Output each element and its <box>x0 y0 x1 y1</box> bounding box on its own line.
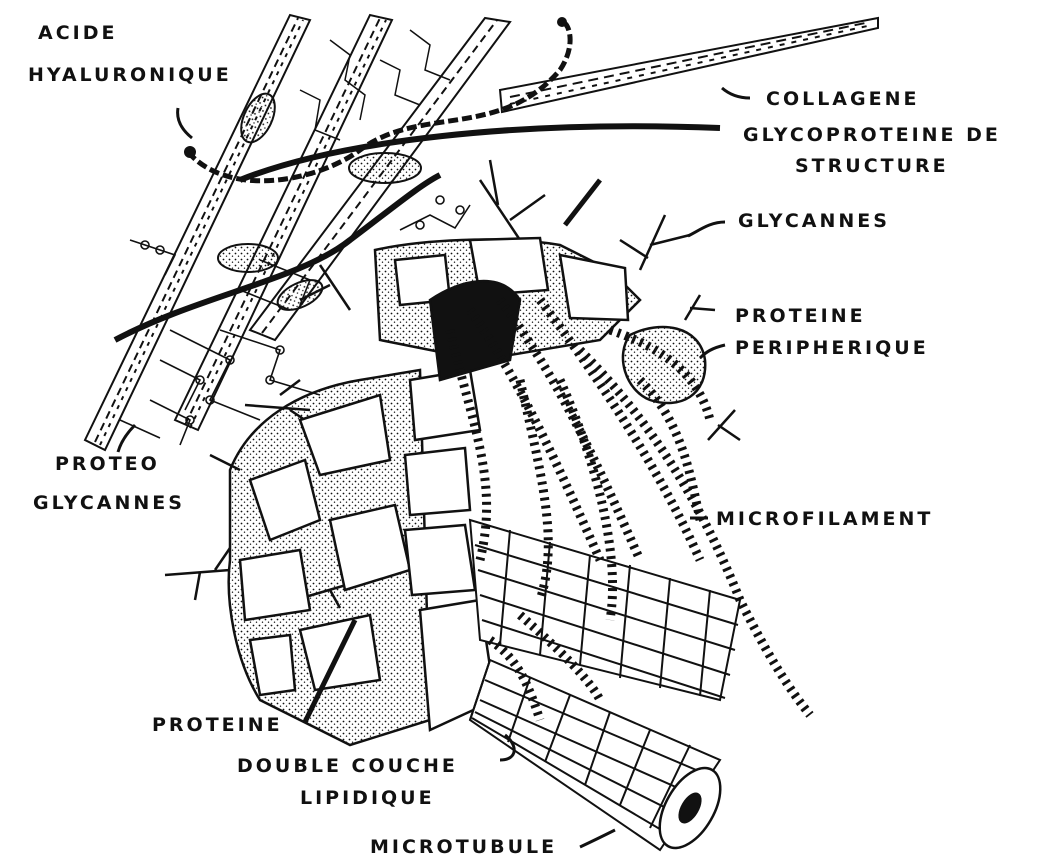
label-lipidique: LIPIDIQUE <box>300 787 435 809</box>
label-proteo: PROTEO <box>55 453 160 475</box>
label-microfilament: MICROFILAMENT <box>716 508 933 530</box>
label-glycoproteine-de: GLYCOPROTEINE DE <box>743 124 1001 146</box>
pointer-proteoglycannes <box>118 425 135 452</box>
label-peripherique: PERIPHERIQUE <box>735 337 929 359</box>
label-collagene: COLLAGENE <box>766 88 919 110</box>
pointer-glycannes <box>688 222 725 236</box>
label-proteine-peripheral: PROTEINE <box>735 305 866 327</box>
label-microtubule: MICROTUBULE <box>370 836 557 858</box>
label-glycannes: GLYCANNES <box>738 210 890 232</box>
label-glycannes-proteo: GLYCANNES <box>33 492 185 514</box>
pointer-collagene <box>722 88 750 98</box>
label-structure: STRUCTURE <box>795 155 949 177</box>
lipid-bilayer <box>229 238 640 745</box>
pointer-microtubule <box>580 830 615 847</box>
label-double-couche: DOUBLE COUCHE <box>237 755 458 777</box>
label-hyaluronique: HYALURONIQUE <box>28 64 232 86</box>
pointer-glycoproteine <box>565 180 600 225</box>
label-proteine: PROTEINE <box>152 714 283 736</box>
label-acide: ACIDE <box>38 22 117 44</box>
pointer-acide-hyaluronique <box>178 108 192 138</box>
